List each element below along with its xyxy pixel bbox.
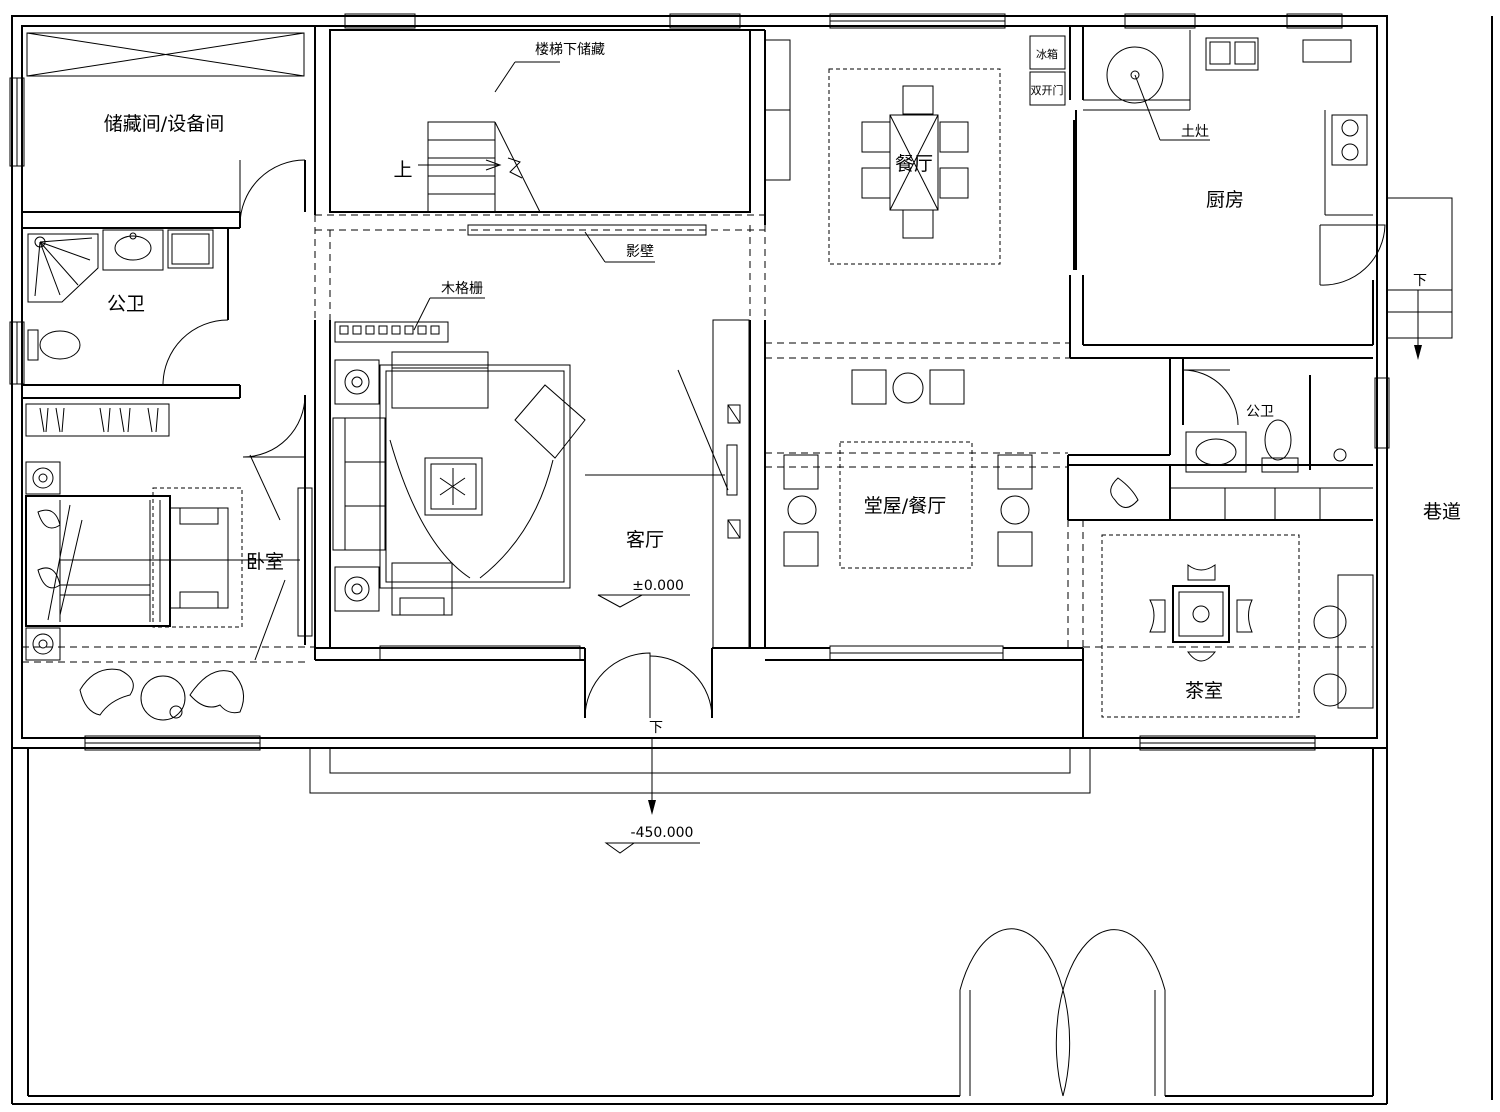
stair-up-label: 上 <box>393 159 412 181</box>
front-door-down-label: 下 <box>649 720 663 736</box>
interior-walls <box>22 26 1374 738</box>
right-wc-fixtures <box>1185 375 1347 473</box>
terrace <box>309 197 1453 794</box>
doors <box>162 120 1386 1097</box>
left-wc-label: 公卫 <box>107 293 145 315</box>
earth-stove-label: 土灶 <box>1181 124 1209 140</box>
fridge-label: 冰箱 <box>1036 47 1058 61</box>
storage-room-fixtures <box>26 32 305 77</box>
right-wc-label: 公卫 <box>1246 404 1274 420</box>
dining-room-furniture <box>861 35 1066 239</box>
tea-room-label: 茶室 <box>1185 680 1223 702</box>
left-wc-fixtures <box>27 229 214 361</box>
bedroom-label: 卧室 <box>246 551 284 573</box>
tea-room-furniture <box>1110 477 1374 709</box>
zone-dashes <box>22 30 1373 718</box>
living-room-furniture <box>332 321 586 616</box>
partition-details <box>726 404 741 539</box>
kitchen-label: 厨房 <box>1206 189 1244 211</box>
leader-lines <box>413 61 655 331</box>
hall-furniture <box>783 369 1033 567</box>
indoor-level-label: ±0.000 <box>632 578 684 594</box>
wood-grille-label: 木格栅 <box>441 281 483 297</box>
screen-wall-label: 影壁 <box>626 244 654 260</box>
outdoor-level-label: -450.000 <box>631 825 694 841</box>
level-markers <box>597 290 1422 854</box>
double-door-label: 双开门 <box>1031 83 1064 97</box>
kitchen-fixtures <box>1106 37 1368 166</box>
stair-storage-label: 楼梯下储藏 <box>535 42 605 58</box>
hall-dining-label: 堂屋/餐厅 <box>864 495 946 517</box>
living-room-label: 客厅 <box>626 529 664 551</box>
side-door-down-label: 下 <box>1413 273 1427 289</box>
dining-room-label: 餐厅 <box>895 153 933 175</box>
alley-label: 巷道 <box>1423 501 1461 523</box>
labels: 储藏间/设备间 楼梯下储藏 上 影壁 木格栅 公卫 卧室 客厅 ±0.000 下… <box>104 42 1461 841</box>
storage-room-label: 储藏间/设备间 <box>104 113 224 135</box>
stairs <box>418 121 707 236</box>
bedroom-furniture <box>25 403 300 721</box>
windows <box>9 13 1390 751</box>
